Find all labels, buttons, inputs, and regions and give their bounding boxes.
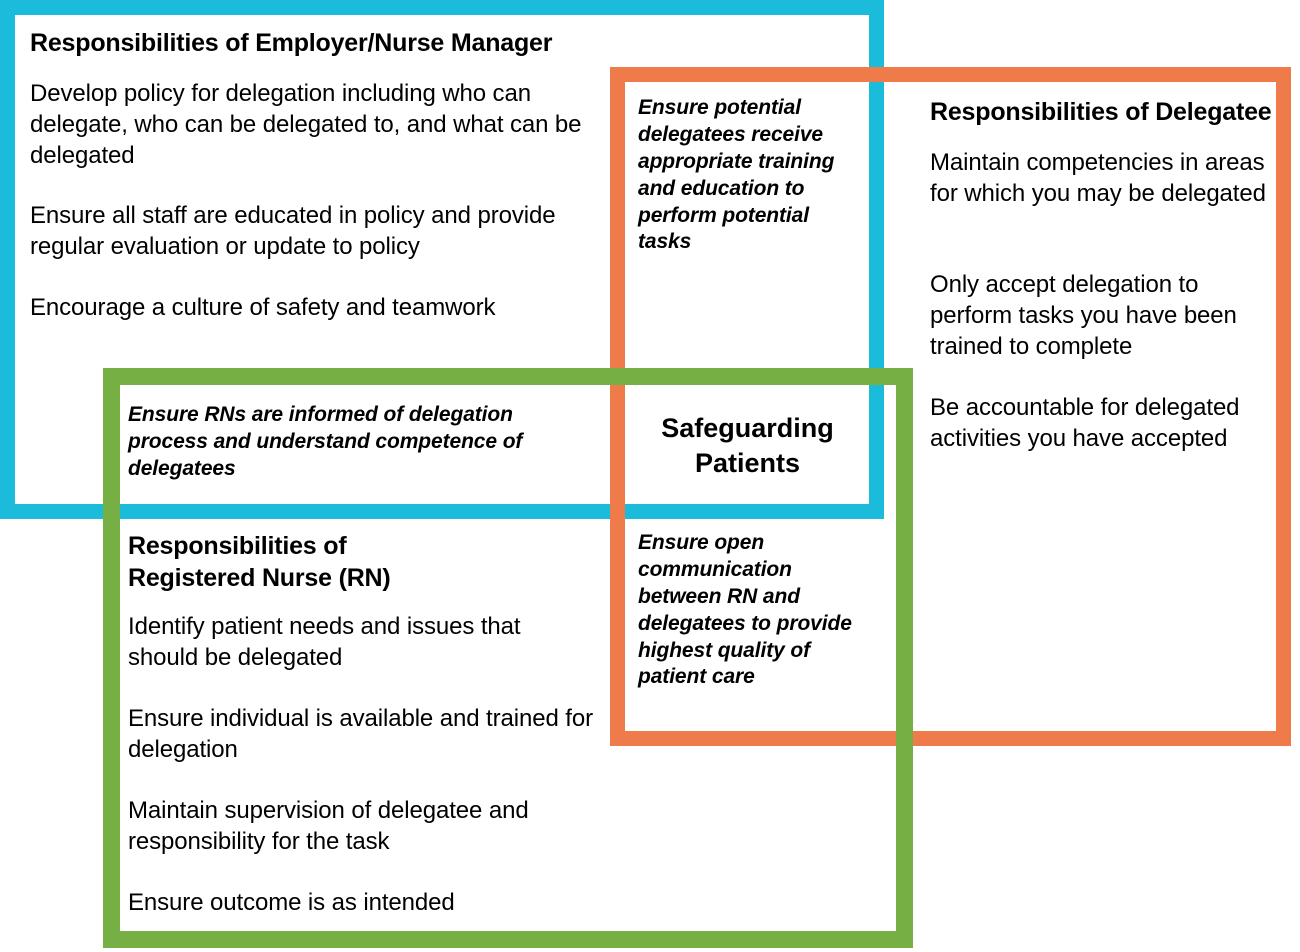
registered-nurse-item-4: Ensure outcome is as intended	[128, 889, 455, 916]
delegatee-item-3: Be accountable for delegated activities …	[930, 394, 1240, 453]
registered-nurse-item-2: Ensure individual is available and train…	[128, 705, 594, 764]
employer-nurse-manager-frame	[0, 0, 884, 519]
registered-nurse-heading: Responsibilities of Registered Nurse (RN…	[128, 532, 391, 592]
employer-item-3: Encourage a culture of safety and teamwo…	[30, 294, 496, 321]
registered-nurse-item-1: Identify patient needs and issues that s…	[128, 613, 521, 672]
delegatee-heading: Responsibilities of Delegatee	[930, 98, 1272, 126]
overlap-employer-delegatee-text: Ensure potential delegatees receive appr…	[638, 96, 835, 254]
overlap-rn-delegatee-text: Ensure open communication between RN and…	[638, 531, 852, 689]
overlap-employer-rn-text: Ensure RNs are informed of delegation pr…	[128, 403, 523, 480]
employer-item-1: Develop policy for delegation including …	[30, 80, 582, 170]
delegatee-item-2: Only accept delegation to perform tasks …	[930, 271, 1237, 361]
employer-heading: Responsibilities of Employer/Nurse Manag…	[30, 29, 553, 57]
registered-nurse-frame	[103, 368, 913, 948]
delegatee-item-1: Maintain competencies in areas for which…	[930, 149, 1266, 208]
registered-nurse-item-3: Maintain supervision of delegatee and re…	[128, 797, 529, 856]
delegatee-frame	[610, 67, 1291, 746]
center-safeguarding-patients-title: Safeguarding Patients	[661, 413, 834, 479]
employer-item-2: Ensure all staff are educated in policy …	[30, 202, 556, 261]
